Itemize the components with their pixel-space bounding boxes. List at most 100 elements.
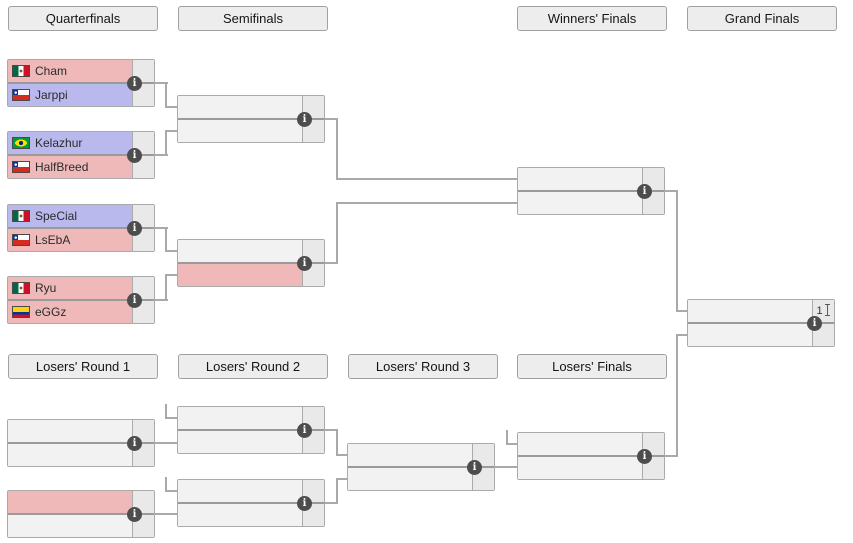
player-cell — [688, 300, 812, 322]
player-name[interactable]: HalfBreed — [35, 160, 89, 174]
player-row — [178, 240, 324, 264]
connector-line — [325, 502, 338, 504]
connector-line — [165, 404, 167, 419]
player-row: Jarppi — [8, 84, 154, 106]
text-cursor-icon — [823, 304, 831, 316]
connector-line — [336, 202, 338, 264]
info-icon[interactable]: i — [127, 507, 142, 522]
player-row: Ryu — [8, 277, 154, 301]
header-losers-round-2: Losers' Round 2 — [178, 354, 328, 379]
player-cell — [178, 264, 302, 286]
connector-line — [155, 154, 168, 156]
connector-line — [336, 178, 517, 180]
info-icon[interactable]: i — [467, 460, 482, 475]
connector-line — [165, 417, 177, 419]
player-name[interactable]: eGGz — [35, 305, 67, 319]
connector-line — [165, 227, 167, 252]
player-name[interactable]: SpeCial — [35, 209, 78, 223]
match-losers-finals: i — [517, 432, 665, 480]
info-icon[interactable]: i — [297, 112, 312, 127]
connector-line — [506, 430, 508, 445]
player-cell: eGGz — [8, 301, 132, 323]
connector-line — [165, 130, 167, 156]
mexico-flag-icon — [12, 282, 30, 294]
player-cell — [518, 433, 642, 455]
connector-line — [336, 478, 338, 504]
player-cell — [8, 491, 132, 513]
player-name[interactable]: Jarppi — [35, 88, 68, 102]
info-icon[interactable]: i — [637, 184, 652, 199]
player-row — [8, 491, 154, 515]
connector-line — [165, 82, 167, 108]
match-quarterfinal-4: Ryu eGGz i — [7, 276, 155, 324]
connector-line — [165, 490, 177, 492]
player-cell: HalfBreed — [8, 156, 132, 178]
player-row — [178, 96, 324, 120]
player-row: LsEbA — [8, 229, 154, 251]
player-cell — [518, 168, 642, 190]
connector-line — [336, 202, 517, 204]
match-semifinal-2: i — [177, 239, 325, 287]
info-icon[interactable]: i — [127, 221, 142, 236]
connector-line — [336, 429, 338, 456]
connector-line — [165, 477, 167, 492]
connector-line — [165, 130, 177, 132]
mexico-flag-icon — [12, 210, 30, 222]
player-cell — [518, 192, 642, 214]
player-cell — [688, 324, 812, 346]
header-losers-round-3: Losers' Round 3 — [348, 354, 498, 379]
connector-line — [336, 118, 338, 180]
player-name[interactable]: Ryu — [35, 281, 57, 295]
info-icon[interactable]: i — [127, 436, 142, 451]
player-name[interactable]: LsEbA — [35, 233, 71, 247]
match-losers-round2-2: i — [177, 479, 325, 527]
player-cell: Cham — [8, 60, 132, 82]
connector-line — [676, 310, 687, 312]
info-icon[interactable]: i — [807, 316, 822, 331]
info-icon[interactable]: i — [127, 148, 142, 163]
header-losers-round-1: Losers' Round 1 — [8, 354, 158, 379]
info-icon[interactable]: i — [297, 423, 312, 438]
header-quarterfinals: Quarterfinals — [8, 6, 158, 31]
connector-line — [165, 250, 177, 252]
info-icon[interactable]: i — [297, 256, 312, 271]
connector-line — [336, 478, 347, 480]
match-quarterfinal-1: Cham Jarppi i — [7, 59, 155, 107]
player-row — [178, 480, 324, 504]
match-quarterfinal-3: SpeCial LsEbA i — [7, 204, 155, 252]
player-cell — [178, 240, 302, 262]
connector-line — [495, 466, 517, 468]
connector-line — [325, 118, 338, 120]
header-losers-finals: Losers' Finals — [517, 354, 667, 379]
player-cell — [178, 120, 302, 142]
player-row: Kelazhur — [8, 132, 154, 156]
player-cell: Kelazhur — [8, 132, 132, 154]
player-cell: Jarppi — [8, 84, 132, 106]
info-icon[interactable]: i — [297, 496, 312, 511]
info-icon[interactable]: i — [127, 293, 142, 308]
header-winners-finals: Winners' Finals — [517, 6, 667, 31]
header-grand-finals: Grand Finals — [687, 6, 837, 31]
player-row: 1 — [688, 300, 834, 324]
player-cell — [178, 431, 302, 453]
player-row: HalfBreed — [8, 156, 154, 178]
player-cell — [178, 480, 302, 502]
chile-flag-icon — [12, 89, 30, 101]
connector-line — [676, 190, 678, 312]
player-cell — [178, 504, 302, 526]
info-icon[interactable]: i — [637, 449, 652, 464]
match-grand-finals: 1 i — [687, 299, 835, 347]
connector-line — [155, 442, 177, 444]
connector-line — [665, 455, 678, 457]
mexico-flag-icon — [12, 65, 30, 77]
connector-line — [165, 106, 177, 108]
connector-line — [155, 227, 168, 229]
connector-line — [325, 262, 338, 264]
player-name[interactable]: Cham — [35, 64, 68, 78]
match-semifinal-1: i — [177, 95, 325, 143]
info-icon[interactable]: i — [127, 76, 142, 91]
match-losers-round2-1: i — [177, 406, 325, 454]
player-name[interactable]: Kelazhur — [35, 136, 83, 150]
connector-line — [506, 443, 517, 445]
